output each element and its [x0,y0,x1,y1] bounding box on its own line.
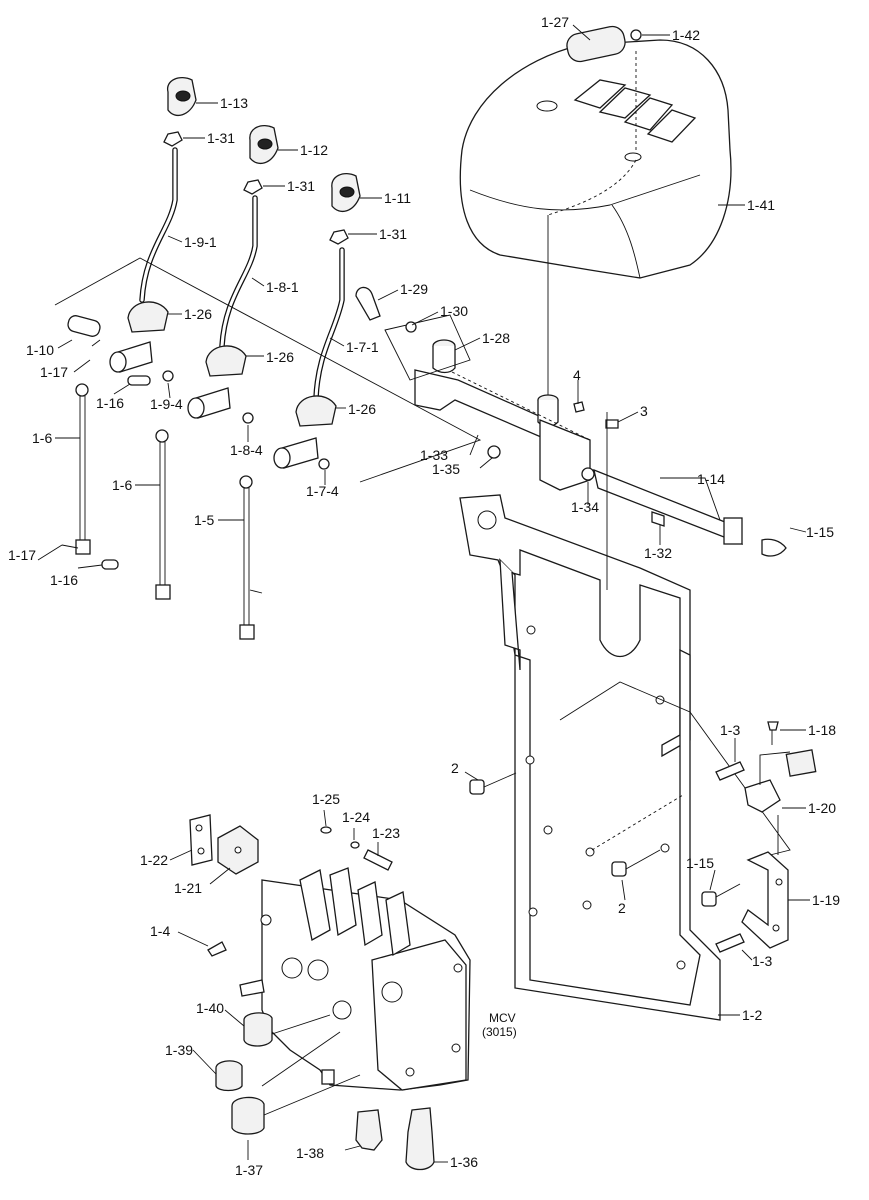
label-1-15-a: 1-15 [806,524,834,540]
label-1-16-b: 1-16 [50,572,78,588]
label-1-40: 1-40 [196,1000,224,1016]
bolt-1-23 [363,849,393,871]
label-1-41: 1-41 [747,197,775,213]
label-1-11: 1-11 [384,190,411,206]
label-1-33: 1-33 [420,447,448,463]
plate-1-22 [189,814,213,866]
label-3-a: 3 [640,403,648,419]
label-2-b: 2 [618,900,626,916]
label-1-27: 1-27 [541,14,569,30]
label-1-24: 1-24 [342,809,370,825]
label-1-6-b: 1-6 [112,477,132,493]
lever-9-1 [109,77,197,373]
bolt-2-a [469,772,517,795]
label-1-37: 1-37 [235,1162,263,1178]
label-1-8-1: 1-8-1 [266,279,299,295]
label-1-22: 1-22 [140,852,168,868]
cover-1-41 [459,25,732,395]
label-1-3-b: 1-3 [752,953,772,969]
label-1-29: 1-29 [400,281,428,297]
label-1-31-a: 1-31 [207,130,235,146]
label-1-26-c: 1-26 [348,401,376,417]
label-1-13: 1-13 [220,95,248,111]
fitting-1-37 [231,1096,265,1135]
fitting-1-36 [405,1107,435,1171]
fitting-1-4 [207,941,227,957]
label-1-17-b: 1-17 [8,547,36,563]
label-1-32: 1-32 [644,545,672,561]
label-1-36: 1-36 [450,1154,478,1170]
fitting-1-38 [355,1109,383,1151]
label-1-31-b: 1-31 [287,178,315,194]
small-parts-left [67,315,330,470]
lever-8-1 [187,125,279,419]
label-1-28: 1-28 [482,330,510,346]
mcv-label-line1: MCV [489,1011,516,1025]
label-1-18: 1-18 [808,722,836,738]
label-1-5: 1-5 [194,512,214,528]
bracket-1-28 [414,339,743,546]
rod-1-6-a [75,383,119,570]
label-1-30: 1-30 [440,303,468,319]
fitting-1-39 [215,1060,243,1092]
label-1-35: 1-35 [432,461,460,477]
label-1-26-a: 1-26 [184,306,212,322]
label-1-12: 1-12 [300,142,328,158]
label-1-16-a: 1-16 [96,395,124,411]
label-1-42: 1-42 [672,27,700,43]
label-1-4: 1-4 [150,923,170,939]
rod-1-6-b [155,429,171,600]
bolt-1-3-a [715,761,745,781]
label-1-15-b: 1-15 [686,855,714,871]
washer-1-24 [350,841,360,849]
label-1-9-4: 1-9-4 [150,396,183,412]
label-1-7-1: 1-7-1 [346,339,379,355]
switch-1-20 [744,721,817,855]
label-1-17-a: 1-17 [40,364,68,380]
label-1-3-a: 1-3 [720,722,740,738]
label-1-10: 1-10 [26,342,54,358]
label-1-25: 1-25 [312,791,340,807]
label-1-2: 1-2 [742,1007,762,1023]
mcv-label-line2: (3015) [482,1025,517,1039]
fitting-1-40 [243,1012,273,1047]
rod-1-5 [239,475,263,640]
label-1-14: 1-14 [697,471,725,487]
label-1-19: 1-19 [812,892,840,908]
label-1-21: 1-21 [174,880,202,896]
label-1-23: 1-23 [372,825,400,841]
label-1-8-4: 1-8-4 [230,442,263,458]
label-1-7-4: 1-7-4 [306,483,339,499]
block-1-21 [217,825,259,875]
bolt-1-15-b [701,883,741,907]
label-1-9-1: 1-9-1 [184,234,217,250]
callout-labels: 1-27 1-42 1-41 1-13 1-31 1-12 1-31 1-11 … [8,14,840,1178]
plate-1-2 [459,494,721,1021]
label-1-31-c: 1-31 [379,226,407,242]
label-2-a: 2 [451,760,459,776]
label-1-34: 1-34 [571,499,599,515]
label-1-26-b: 1-26 [266,349,294,365]
label-1-38: 1-38 [296,1145,324,1161]
leader-lines [37,24,810,1163]
label-1-6-a: 1-6 [32,430,52,446]
label-1-39: 1-39 [165,1042,193,1058]
label-1-20: 1-20 [808,800,836,816]
bracket-1-19 [741,851,789,949]
lever-7-1 [273,173,361,469]
washer-1-25 [320,826,332,834]
mcv-valve [239,867,471,1091]
bolt-2-b [611,849,661,877]
bolt-1-3-b [715,933,745,953]
label-4: 4 [573,367,581,383]
